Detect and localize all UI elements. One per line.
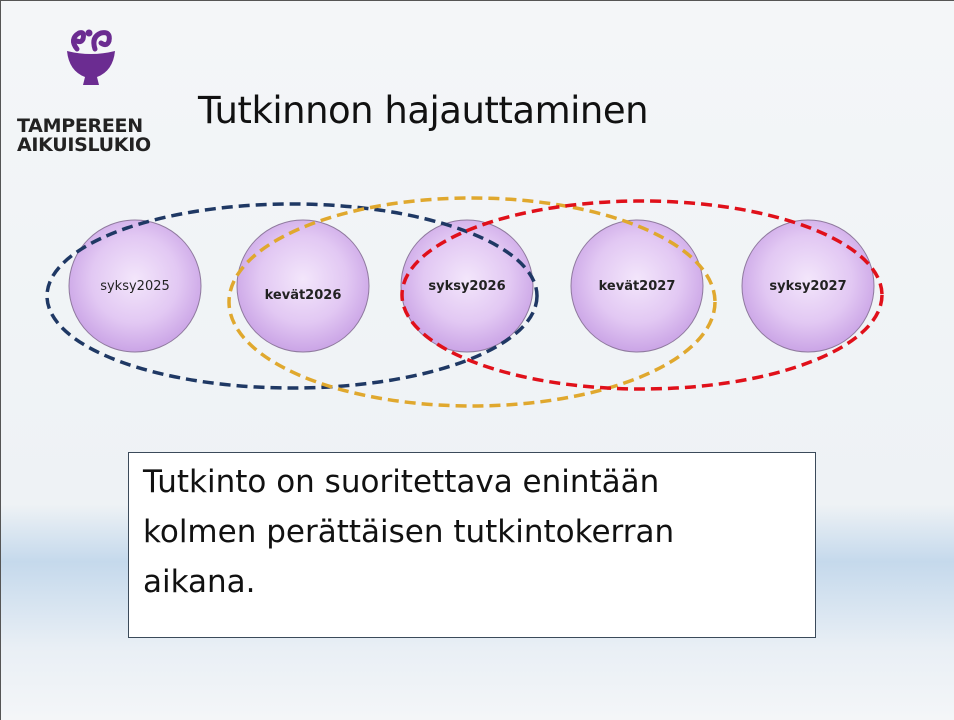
logo-icon <box>67 29 115 85</box>
period-label: syksy2025 <box>100 279 170 294</box>
period-circle <box>570 219 704 353</box>
period-circle <box>236 219 370 353</box>
period-circle <box>741 219 875 353</box>
page-title: Tutkinnon hajauttaminen <box>198 89 649 132</box>
group-ellipse <box>45 202 539 390</box>
note-part3: kolmen perättäisen tutkintokerran <box>143 514 675 550</box>
note-part4: aikana <box>143 564 246 600</box>
period-label: kevät2026 <box>265 288 342 303</box>
period-label: syksy2027 <box>769 279 846 294</box>
logo-line1: TAMPEREEN <box>17 115 143 137</box>
group-ellipse <box>227 196 717 408</box>
note-part5: . <box>245 564 256 600</box>
logo-line2: AIKUISLUKIO <box>17 134 151 156</box>
note-box: Tutkinto on suoritettava enintään kolmen… <box>128 452 816 638</box>
group-ellipse <box>400 199 884 391</box>
note-part2: enintään <box>522 464 660 500</box>
period-label: kevät2027 <box>599 279 676 294</box>
period-circle <box>400 219 534 353</box>
note-part1: Tutkinto on suoritettava <box>143 464 523 500</box>
period-circle <box>68 219 202 353</box>
logo-text: TAMPEREEN AIKUISLUKIO <box>17 117 151 155</box>
period-label: syksy2026 <box>428 279 505 294</box>
